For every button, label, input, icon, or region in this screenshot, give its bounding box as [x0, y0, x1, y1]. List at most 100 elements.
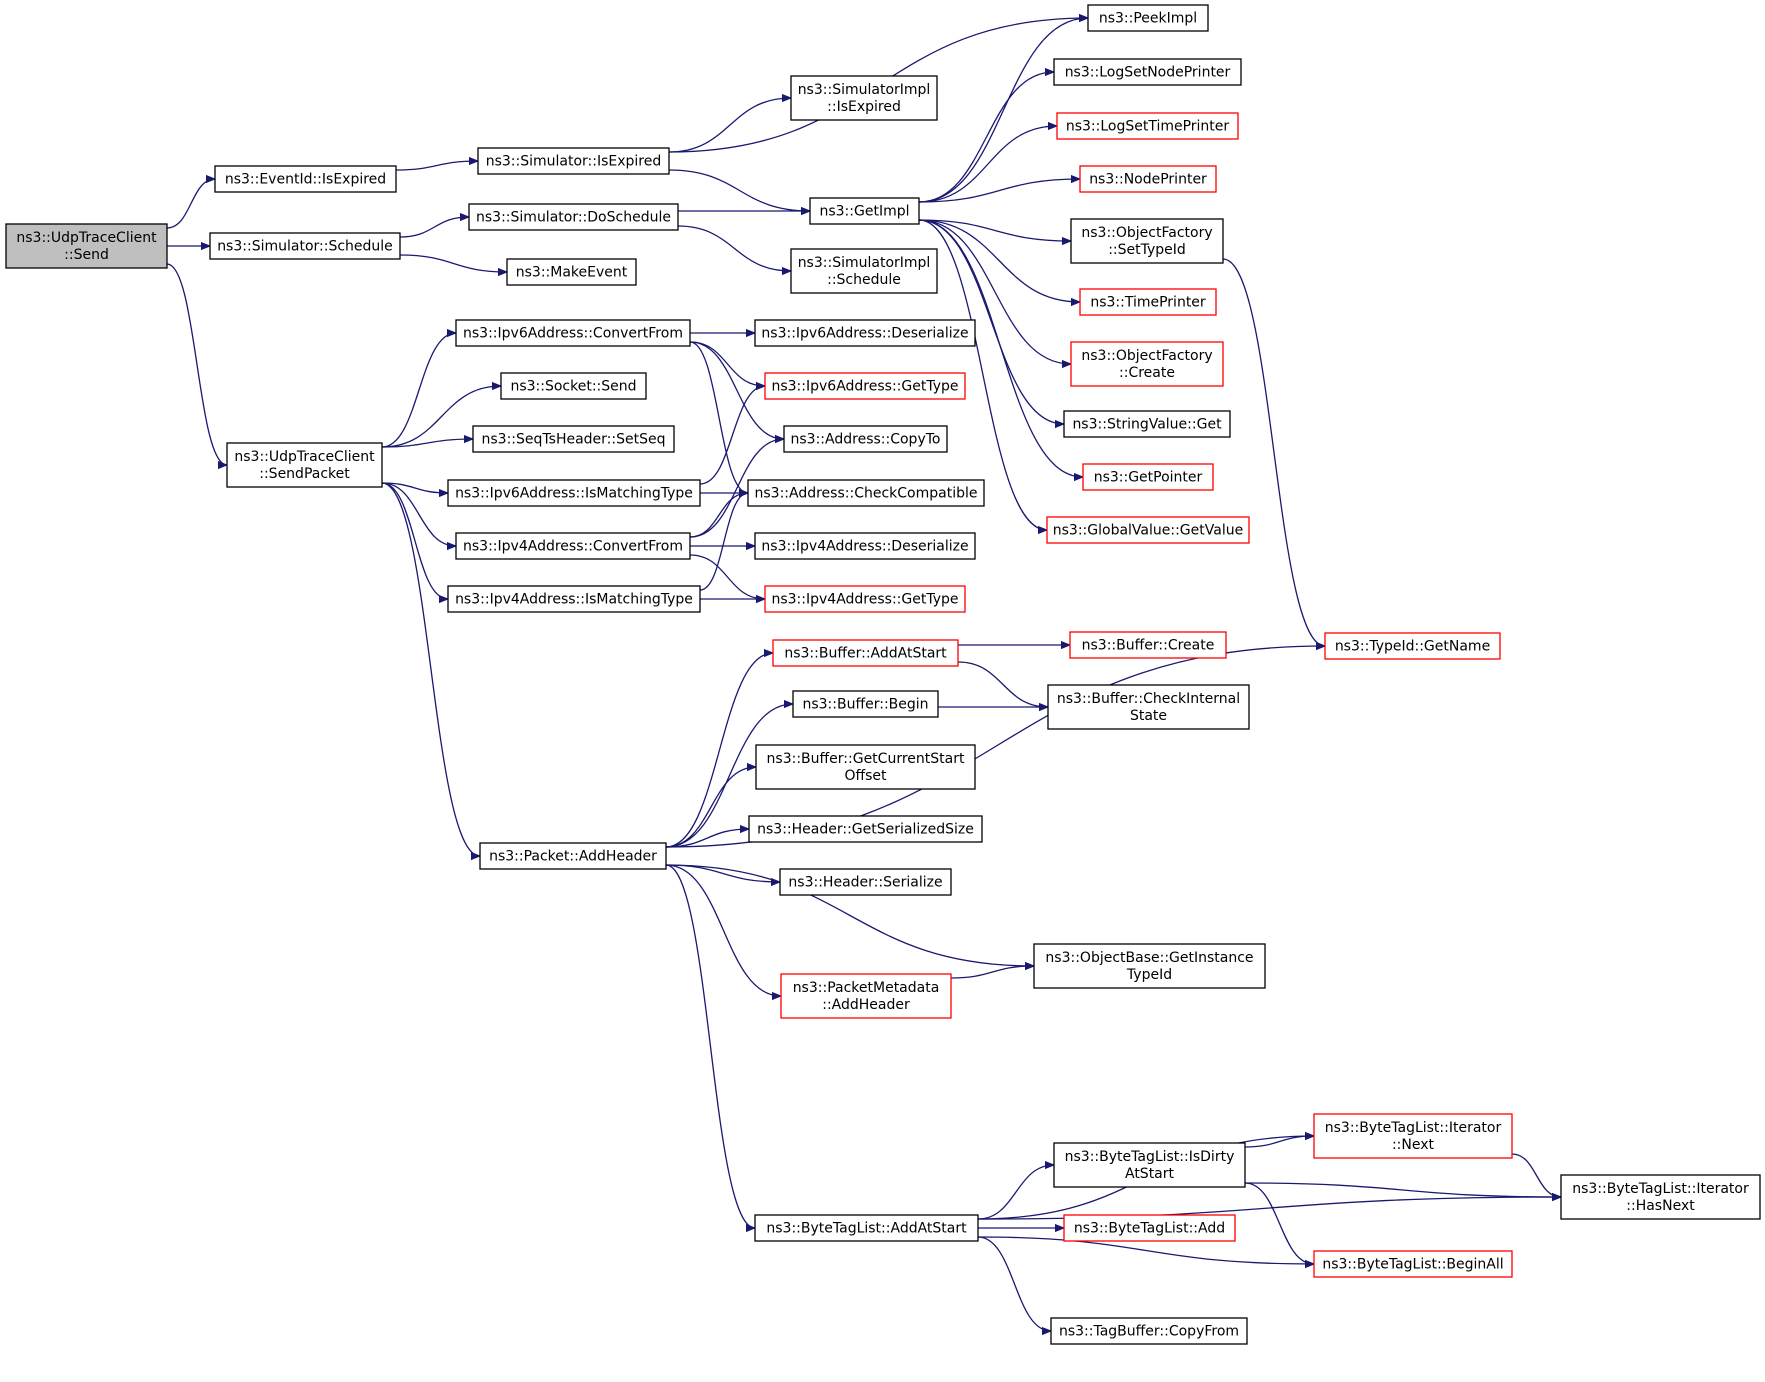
node-simimpl_isexpired[interactable]: ns3::SimulatorImpl::IsExpired: [790, 75, 938, 121]
node-label: ns3::Buffer::Begin: [802, 697, 928, 713]
edge-sim_schedule-to-makeevent: [399, 254, 507, 272]
node-label: ns3::GetPointer: [1094, 470, 1203, 486]
node-logsetnodeprinter[interactable]: ns3::LogSetNodePrinter: [1053, 58, 1242, 86]
node-label: ns3::Buffer::GetCurrentStart: [767, 751, 965, 767]
edge-send-to-sendpacket: [166, 263, 228, 465]
node-getimpl[interactable]: ns3::GetImpl: [809, 197, 920, 225]
node-address_checkcompatible[interactable]: ns3::Address::CheckCompatible: [747, 479, 985, 507]
node-bytetaglist_add[interactable]: ns3::ByteTagList::Add: [1063, 1214, 1236, 1242]
node-buffer_begin[interactable]: ns3::Buffer::Begin: [792, 690, 939, 718]
node-makeevent[interactable]: ns3::MakeEvent: [506, 258, 637, 286]
node-label: ns3::Ipv4Address::ConvertFrom: [463, 539, 683, 555]
node-label: ::AddHeader: [822, 997, 910, 1013]
edge-packet_addheader-to-buffer_addatstart: [665, 653, 773, 848]
edge-ipv6_convertfrom-to-ipv6_gettype: [689, 341, 765, 386]
node-box: [809, 197, 920, 225]
node-box: [1069, 631, 1227, 659]
node-address_copyto[interactable]: ns3::Address::CopyTo: [783, 425, 948, 453]
node-label: ns3::Address::CheckCompatible: [755, 486, 978, 502]
node-objfactory_settypeid[interactable]: ns3::ObjectFactory::SetTypeId: [1070, 218, 1224, 264]
node-label: ns3::LogSetTimePrinter: [1066, 119, 1230, 135]
node-ipv4_ismatchingtype[interactable]: ns3::Ipv4Address::IsMatchingType: [447, 585, 701, 613]
node-box: [455, 319, 691, 347]
node-box: [1324, 632, 1501, 660]
node-label: ns3::ByteTagList::BeginAll: [1322, 1257, 1503, 1273]
node-box: [447, 479, 701, 507]
node-box: [214, 165, 397, 193]
node-label: ns3::PeekImpl: [1099, 11, 1197, 27]
node-bytetaglist_beginall[interactable]: ns3::ByteTagList::BeginAll: [1313, 1250, 1513, 1278]
node-label: ns3::Address::CopyTo: [791, 432, 941, 448]
node-iterator_next[interactable]: ns3::ByteTagList::Iterator::Next: [1313, 1113, 1513, 1159]
node-label: ns3::TagBuffer::CopyFrom: [1059, 1324, 1239, 1340]
node-label: ns3::Buffer::AddAtStart: [784, 646, 947, 662]
node-peekimpl[interactable]: ns3::PeekImpl: [1087, 4, 1209, 32]
node-box: [772, 639, 959, 667]
node-box: [747, 479, 985, 507]
node-label: ns3::PacketMetadata: [793, 980, 940, 996]
node-packet_addheader[interactable]: ns3::Packet::AddHeader: [479, 842, 667, 870]
node-sim_isexpired[interactable]: ns3::Simulator::IsExpired: [477, 147, 670, 175]
node-buffer_addatstart[interactable]: ns3::Buffer::AddAtStart: [772, 639, 959, 667]
node-ipv6_deserialize[interactable]: ns3::Ipv6Address::Deserialize: [754, 319, 976, 347]
edge-sendpacket-to-ipv6_ismatchingtype: [381, 482, 448, 493]
node-label: ::SetTypeId: [1108, 242, 1186, 258]
edge-getimpl-to-nodeprinter: [918, 179, 1080, 203]
node-ipv6_gettype[interactable]: ns3::Ipv6Address::GetType: [764, 372, 966, 400]
node-simimpl_schedule[interactable]: ns3::SimulatorImpl::Schedule: [790, 248, 938, 294]
node-eventid_isexpired[interactable]: ns3::EventId::IsExpired: [214, 165, 397, 193]
node-ipv6_ismatchingtype[interactable]: ns3::Ipv6Address::IsMatchingType: [447, 479, 701, 507]
node-sim_doschedule[interactable]: ns3::Simulator::DoSchedule: [468, 203, 679, 231]
node-sendpacket[interactable]: ns3::UdpTraceClient::SendPacket: [226, 442, 383, 488]
node-ipv4_deserialize[interactable]: ns3::Ipv4Address::Deserialize: [754, 532, 976, 560]
edge-packet_addheader-to-header_serialize: [665, 864, 780, 882]
node-ipv6_convertfrom[interactable]: ns3::Ipv6Address::ConvertFrom: [455, 319, 691, 347]
node-globalvalue_getvalue[interactable]: ns3::GlobalValue::GetValue: [1046, 516, 1250, 544]
node-label: ns3::UdpTraceClient: [16, 230, 157, 246]
edges-layer: [166, 18, 1562, 1331]
node-socket_send[interactable]: ns3::Socket::Send: [500, 372, 647, 400]
node-timeprinter[interactable]: ns3::TimePrinter: [1079, 288, 1217, 316]
node-nodeprinter[interactable]: ns3::NodePrinter: [1079, 165, 1217, 193]
node-getpointer[interactable]: ns3::GetPointer: [1082, 463, 1214, 491]
node-box: [1560, 1174, 1761, 1220]
node-label: ns3::Ipv6Address::GetType: [771, 379, 958, 395]
node-objfactory_create[interactable]: ns3::ObjectFactory::Create: [1070, 341, 1224, 387]
node-header_serialize[interactable]: ns3::Header::Serialize: [779, 868, 952, 896]
node-stringvalue_get[interactable]: ns3::StringValue::Get: [1063, 410, 1231, 438]
edge-packet_addheader-to-objectbase_getinstancetypeid: [665, 864, 1034, 966]
node-label: ns3::ObjectBase::GetInstance: [1045, 950, 1253, 966]
node-typeid_getname[interactable]: ns3::TypeId::GetName: [1324, 632, 1501, 660]
node-sim_schedule[interactable]: ns3::Simulator::Schedule: [209, 232, 401, 260]
node-box: [764, 372, 966, 400]
node-header_getserializedsize[interactable]: ns3::Header::GetSerializedSize: [748, 815, 983, 843]
node-box: [1050, 1317, 1248, 1345]
node-ipv4_gettype[interactable]: ns3::Ipv4Address::GetType: [764, 585, 966, 613]
node-seqts_setseq[interactable]: ns3::SeqTsHeader::SetSeq: [472, 425, 675, 453]
node-packetmetadata_addheader[interactable]: ns3::PacketMetadata::AddHeader: [780, 973, 952, 1019]
node-box: [1079, 165, 1217, 193]
node-box: [1047, 684, 1250, 730]
node-label: ns3::Simulator::DoSchedule: [476, 210, 671, 226]
node-label: ::SendPacket: [259, 466, 350, 482]
node-label: ns3::GetImpl: [819, 204, 909, 220]
edge-packet_addheader-to-bytetaglist_addatstart: [665, 864, 756, 1228]
node-box: [209, 232, 401, 260]
node-buffer_create[interactable]: ns3::Buffer::Create: [1069, 631, 1227, 659]
node-label: ns3::Ipv4Address::Deserialize: [761, 539, 968, 555]
node-iterator_hasnext[interactable]: ns3::ByteTagList::Iterator::HasNext: [1560, 1174, 1761, 1220]
node-logsettimeprinter[interactable]: ns3::LogSetTimePrinter: [1056, 112, 1239, 140]
node-label: ns3::UdpTraceClient: [234, 449, 375, 465]
node-bytetaglist_addatstart[interactable]: ns3::ByteTagList::AddAtStart: [754, 1214, 979, 1242]
node-box: [1056, 112, 1239, 140]
edge-bytetaglist_isdirtyatstart-to-iterator_next: [1244, 1136, 1314, 1148]
node-box: [748, 815, 983, 843]
node-ipv4_convertfrom[interactable]: ns3::Ipv4Address::ConvertFrom: [455, 532, 691, 560]
edge-getimpl-to-peekimpl: [918, 18, 1088, 203]
node-label: ns3::SimulatorImpl: [798, 255, 931, 271]
node-tagbuffer_copyfrom[interactable]: ns3::TagBuffer::CopyFrom: [1050, 1317, 1248, 1345]
